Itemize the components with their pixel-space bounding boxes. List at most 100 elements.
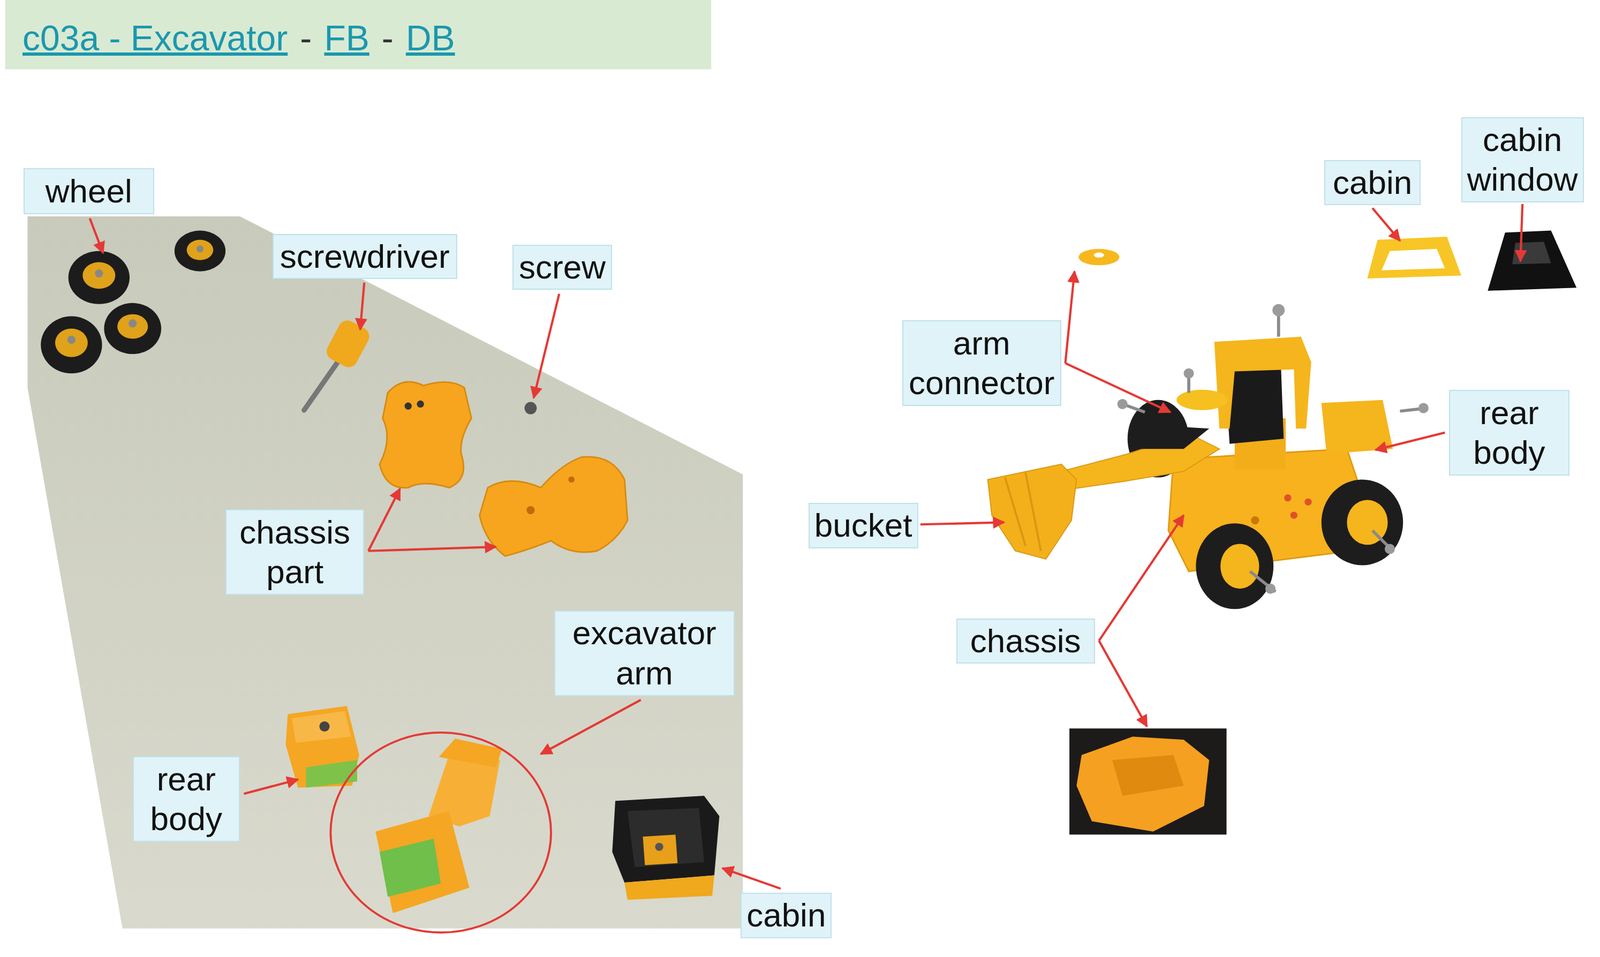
table-surface xyxy=(27,216,743,929)
axle xyxy=(94,269,103,278)
title-separator: - xyxy=(381,18,394,59)
callout-label: rear body xyxy=(132,756,240,842)
tag xyxy=(379,838,441,897)
axle xyxy=(128,319,137,328)
callout-label: cabin xyxy=(740,892,832,938)
screwdriver-shaft xyxy=(304,359,341,411)
wheel-model xyxy=(1195,523,1274,609)
leader-arrow xyxy=(368,546,496,552)
screw-head xyxy=(1117,398,1128,410)
callout-label: rear body xyxy=(1448,389,1570,476)
rear-body-photo xyxy=(285,705,360,788)
arm-block-photo xyxy=(375,811,470,914)
title-link: FB xyxy=(323,18,369,59)
hub xyxy=(117,314,148,339)
screw-head xyxy=(1418,403,1429,414)
hole xyxy=(526,506,535,515)
hole xyxy=(568,476,575,483)
highlight-ellipse xyxy=(330,732,552,933)
screw-head xyxy=(1183,368,1195,379)
screw-head xyxy=(1272,304,1285,317)
callout-label: cabin window xyxy=(1461,117,1584,203)
tag xyxy=(306,759,358,788)
callout-text: rear body xyxy=(138,759,235,840)
leader-arrow xyxy=(533,293,560,398)
hole xyxy=(1290,511,1298,519)
hole xyxy=(1284,494,1292,502)
hole xyxy=(1093,252,1105,259)
callout-text: cabin window xyxy=(1466,119,1579,200)
callout-label: screwdriver xyxy=(272,234,458,279)
callout-label: chassis xyxy=(956,618,1096,664)
axle xyxy=(67,335,76,344)
leader-arrow xyxy=(1065,271,1075,364)
arm-connector-model xyxy=(1078,248,1120,266)
callout-text: wheel xyxy=(28,171,149,211)
rear-body-model xyxy=(1321,400,1393,455)
cabin-inner xyxy=(627,808,705,867)
arm-photo xyxy=(438,738,502,767)
leader-arrow xyxy=(1372,208,1400,241)
callout-text: bucket xyxy=(813,505,913,546)
callout-text: chassis xyxy=(961,621,1090,661)
callout-text: screw xyxy=(517,247,608,288)
callout-label: arm connector xyxy=(902,320,1062,406)
window-inner xyxy=(1512,242,1551,265)
callout-label: bucket xyxy=(808,502,919,548)
tire xyxy=(103,303,162,354)
hole xyxy=(404,402,412,410)
leader-arrows xyxy=(89,204,1523,889)
cabin-model xyxy=(1367,236,1462,279)
chassis-photo-detail xyxy=(1112,755,1184,796)
arm-model xyxy=(1061,433,1220,490)
screw-photo xyxy=(319,721,330,732)
title-band xyxy=(5,0,712,70)
hole xyxy=(1304,498,1312,506)
hub xyxy=(186,239,214,261)
screw-head xyxy=(1265,583,1276,594)
leader-arrow xyxy=(360,282,365,330)
cabin-window-model xyxy=(1487,230,1577,291)
rear-body-top xyxy=(291,711,352,743)
arm-connector-model xyxy=(1176,389,1228,411)
hub xyxy=(82,262,116,290)
hub xyxy=(1220,543,1259,589)
exploded-model xyxy=(987,230,1577,835)
leader-arrow xyxy=(1375,432,1446,450)
screw-photo xyxy=(654,842,663,851)
leader-arrow xyxy=(920,522,1005,525)
bucket-rib xyxy=(1025,472,1041,552)
bucket-rib xyxy=(1005,477,1026,547)
chassis-part-photo xyxy=(479,456,628,556)
callout-text: cabin xyxy=(1329,162,1415,203)
screw-photo xyxy=(524,402,537,415)
callout-label: excavator arm xyxy=(554,610,735,697)
leader-arrow xyxy=(1065,363,1171,412)
callout-text: cabin xyxy=(745,895,827,935)
callout-label: chassis part xyxy=(225,509,365,595)
callout-text: chassis part xyxy=(230,512,359,593)
callout-label: screw xyxy=(512,244,613,290)
cabin-base xyxy=(624,875,715,901)
leader-arrow xyxy=(243,779,298,795)
hole xyxy=(1250,516,1259,525)
leader-arrow xyxy=(540,699,641,754)
leader-arrow xyxy=(1520,204,1523,262)
chassis-part-photo xyxy=(379,381,472,488)
leader-arrow xyxy=(89,218,104,254)
leader-arrow xyxy=(1098,640,1147,727)
hole xyxy=(416,400,424,408)
callout-text: excavator arm xyxy=(559,613,730,693)
parts-photo xyxy=(27,216,743,933)
leader-arrow xyxy=(1098,515,1184,641)
callout-text: rear body xyxy=(1454,393,1565,473)
chassis-photo xyxy=(1076,736,1210,832)
tire xyxy=(174,230,226,272)
axle xyxy=(196,245,204,253)
hub xyxy=(55,328,88,357)
arm-slot xyxy=(1132,426,1210,449)
cabin-opening xyxy=(1381,248,1445,271)
callout-text: screwdriver xyxy=(277,236,452,277)
